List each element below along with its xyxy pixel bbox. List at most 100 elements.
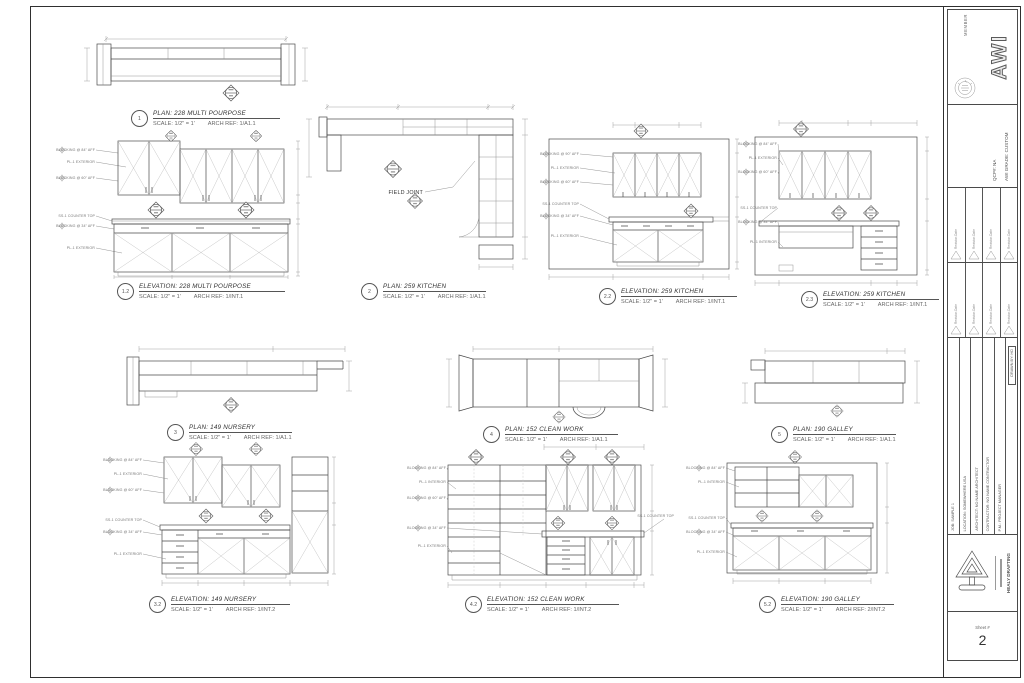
- detail-bubble-icon: [189, 442, 203, 456]
- note-finish: PL-1 INTERIOR: [698, 480, 725, 484]
- detail-bubble-icon: [468, 449, 484, 465]
- note-blocking: BLOCKING @ 84" AFF: [103, 458, 143, 462]
- detail-number: 2: [361, 283, 378, 300]
- note-blocking: BLOCKING @ 34" AFF: [738, 220, 778, 224]
- elev-149-title: 3.2 ELEVATION: 149 NURSERY SCALE: 1/2" =…: [149, 596, 291, 613]
- revision-delta-icon: [1003, 250, 1015, 260]
- firm-contact-line: [994, 556, 997, 590]
- drawn-by-label: DRAWN BY: HD: [1009, 348, 1014, 377]
- project-info-box: JOB: SAMPLE 1 LOCATION: SOMEWHERE USA AR…: [947, 337, 1018, 535]
- awi-seal-icon: [954, 77, 976, 99]
- detail-bubble-icon: [810, 509, 824, 523]
- info-col: ARCHITECT: NO NAME ARCHITECT: [971, 338, 984, 534]
- detail-number: 3.2: [149, 596, 166, 613]
- plan-190-title: 5 PLAN: 190 GALLEY SCALE: 1/2" = 1'ARCH …: [771, 426, 896, 443]
- detail-bubble-icon: [164, 129, 178, 143]
- note-blocking: BLOCKING @ 84" AFF: [407, 466, 447, 470]
- drawing-title: PLAN: 190 GALLEY: [793, 426, 896, 435]
- elev-190-title: 5.2 ELEVATION: 190 GALLEY SCALE: 1/2" = …: [759, 596, 894, 613]
- detail-number: 4.2: [465, 596, 482, 613]
- revision-delta-icon: [985, 250, 997, 260]
- revision-row: Revision Date: [983, 263, 1001, 337]
- revision-label: Revision Date: [1006, 229, 1011, 249]
- detail-bubble-icon: [604, 515, 620, 531]
- detail-number: 4: [483, 426, 500, 443]
- drawing-ref: ARCH REF: 1/INT.1: [675, 299, 726, 305]
- sheet-border: 1 PLAN: 228 MULTI POURPOSE SCALE: 1/2" =…: [30, 6, 1021, 678]
- member-label: MEMBER: [962, 14, 968, 36]
- note-blocking: BLOCKING @ 60" AFF: [407, 496, 447, 500]
- drawing-ref: ARCH REF: 1/INT.1: [193, 294, 244, 300]
- drawing-scale: SCALE: 1/2" = 1': [383, 294, 425, 300]
- note-countertop: SS-1 COUNTER TOP: [105, 518, 142, 522]
- note-finish: PL-1 EXTERIOR: [749, 156, 778, 160]
- note-blocking: BLOCKING @ 84" AFF: [56, 148, 96, 152]
- detail-bubble-icon: [830, 404, 844, 418]
- elev-190-drawing: BLOCKING @ 84" AFF PL-1 INTERIOR SS-1 CO…: [686, 450, 889, 584]
- plan-152-title: 4 PLAN: 152 CLEAN WORK SCALE: 1/2" = 1'A…: [483, 426, 618, 443]
- drawing-scale: SCALE: 1/2" = 1': [139, 294, 181, 300]
- field-joint-label: FIELD JOINT: [388, 190, 423, 196]
- detail-bubble-icon: [755, 509, 769, 523]
- drawing-title: PLAN: 152 CLEAN WORK: [505, 426, 618, 435]
- revision-delta-icon: [950, 325, 962, 335]
- detail-bubble-icon: [384, 160, 402, 178]
- detail-bubble-icon: [258, 508, 274, 524]
- revision-label: Revision Date: [954, 304, 959, 324]
- revision-delta-icon: [985, 325, 997, 335]
- contractor-label: CONTRACTOR: NO NAME CONTRACTOR: [986, 456, 991, 531]
- drawing-ref: ARCH REF: 1/A1.1: [243, 435, 292, 441]
- plan-259-title: 2 PLAN: 259 KITCHEN SCALE: 1/2" = 1'ARCH…: [361, 283, 486, 300]
- drawing-ref: ARCH REF: 1/INT.2: [541, 607, 592, 613]
- revision-label: Revision Date: [971, 229, 976, 249]
- detail-bubble-icon: [223, 397, 239, 413]
- detail-bubble-icon: [147, 201, 165, 219]
- note-finish: PL-1 EXTERIOR: [551, 166, 580, 170]
- revision-row: Revision Date: [948, 188, 966, 262]
- drawing-title: ELEVATION: 149 NURSERY: [171, 596, 291, 605]
- drawing-scale: SCALE: 1/2" = 1': [171, 607, 213, 613]
- drawing-ref: ARCH REF: 1/A1.1: [437, 294, 486, 300]
- drawing-scale: SCALE: 1/2" = 1': [505, 437, 547, 443]
- awi-logo: AWI: [988, 34, 1012, 81]
- drawing-title: PLAN: 149 NURSERY: [189, 424, 292, 433]
- detail-bubble-icon: [249, 129, 263, 143]
- location-label: LOCATION: SOMEWHERE USA: [963, 475, 967, 531]
- drawing-scale: SCALE: 1/2" = 1': [793, 437, 835, 443]
- note-finish: PL-1 EXTERIOR: [114, 552, 143, 556]
- detail-bubble-icon: [793, 121, 809, 137]
- revision-label: Revision Date: [989, 229, 994, 249]
- note-countertop: SS-1 COUNTER TOP: [688, 516, 725, 520]
- elev-152-drawing: BLOCKING @ 84" AFF PL-1 INTERIOR BLOCKIN…: [407, 444, 674, 588]
- note-finish: PL-1 EXTERIOR: [67, 160, 96, 164]
- detail-bubble-icon: [560, 449, 576, 465]
- revision-row: Revision Date: [1001, 188, 1018, 262]
- drawn-by-box: DRAWN BY: HD: [1007, 345, 1016, 385]
- note-blocking: BLOCKING @ 34" AFF: [540, 214, 580, 218]
- note-blocking: BLOCKING @ 60" AFF: [56, 176, 96, 180]
- revision-box-1: Revision Date Revision Date Revision Dat…: [947, 187, 1018, 263]
- detail-bubble-icon: [550, 515, 566, 531]
- plan-149-drawing: [126, 346, 352, 413]
- drawing-title: ELEVATION: 228 MULTI POURPOSE: [139, 283, 285, 292]
- detail-bubble-icon: [237, 201, 255, 219]
- drawing-scale: SCALE: 1/2" = 1': [189, 435, 231, 441]
- plan-259-drawing: FIELD JOINT: [306, 104, 528, 270]
- detail-bubble-icon: [249, 442, 263, 456]
- revision-row: Revision Date: [966, 188, 983, 262]
- sheet-number-label: Sheet #: [975, 624, 990, 630]
- detail-number: 1.2: [117, 283, 134, 300]
- plan-152-drawing: [446, 346, 668, 424]
- note-finish: PL-1 EXTERIOR: [114, 472, 143, 476]
- note-blocking: BLOCKING @ 90" AFF: [540, 152, 580, 156]
- drawing-scale: SCALE: 1/2" = 1': [487, 607, 529, 613]
- awi-grade-label: AWI GRADE: CUSTOM: [1004, 132, 1009, 182]
- firm-box: HEALY DRAFTING: [947, 534, 1018, 612]
- note-finish: PL-1 EXTERIOR: [697, 550, 726, 554]
- info-col: JOB: SAMPLE 1: [948, 338, 960, 534]
- job-label: JOB: SAMPLE 1: [951, 502, 956, 531]
- note-finish: PL-1 EXTERIOR: [551, 234, 580, 238]
- revision-delta-icon: [968, 325, 980, 335]
- plan-190-drawing: [742, 348, 920, 418]
